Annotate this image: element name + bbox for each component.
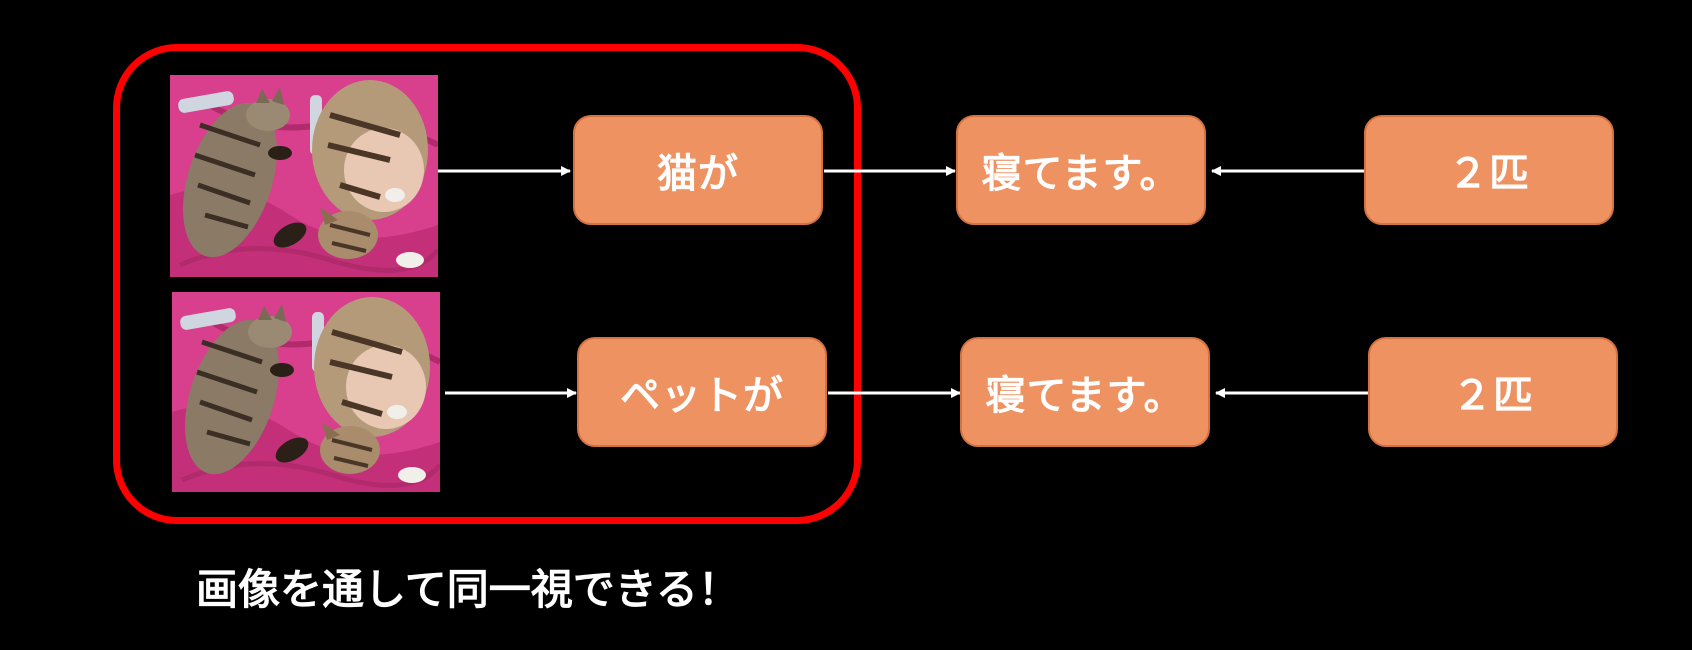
predicate-box-2: 寝てます。 [960, 337, 1210, 447]
predicate-box-1: 寝てます。 [956, 115, 1206, 225]
subject-box-1: 猫が [573, 115, 823, 225]
cat-photo-1 [170, 75, 438, 277]
subject-box-2: ペットが [577, 337, 827, 447]
caption: 画像を通して同一視できる！ [196, 565, 740, 614]
modifier-box-2: ２匹 [1368, 337, 1618, 447]
highlight-frame [113, 44, 861, 524]
cat-photo-2 [172, 292, 440, 492]
modifier-box-1: ２匹 [1364, 115, 1614, 225]
